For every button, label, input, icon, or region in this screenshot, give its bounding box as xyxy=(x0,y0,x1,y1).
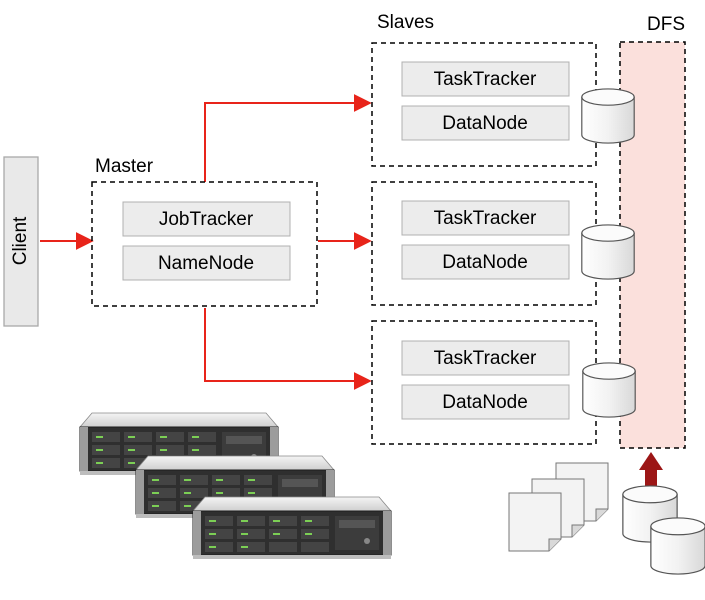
datanode-box xyxy=(401,105,570,141)
slave-container xyxy=(371,42,597,167)
tasktracker-label: TaskTracker xyxy=(434,348,537,369)
arrow-master-to-slave-1 xyxy=(204,94,372,182)
master-container xyxy=(91,181,318,307)
documents-stack xyxy=(508,462,609,552)
jobtracker-label: JobTracker xyxy=(159,209,254,230)
dfs-title: DFS xyxy=(647,14,685,35)
datanode-box xyxy=(401,244,570,280)
master-title: Master xyxy=(95,156,154,177)
master-node: Master JobTracker NameNode xyxy=(91,156,318,307)
client-node: Client xyxy=(3,156,39,327)
slave-container xyxy=(371,320,597,445)
client-label: Client xyxy=(10,216,31,265)
tasktracker-label: TaskTracker xyxy=(434,208,537,229)
slaves-title: Slaves xyxy=(377,12,434,33)
slave-container xyxy=(371,181,597,306)
database-cylinder-icon xyxy=(650,517,705,575)
flow-arrows xyxy=(40,94,372,390)
slave-node-3: TaskTracker DataNode xyxy=(371,320,597,445)
tasktracker-box xyxy=(401,200,570,236)
client-box xyxy=(3,156,39,327)
namenode-box xyxy=(122,245,291,281)
server-rack-group xyxy=(79,412,392,560)
datanode-label: DataNode xyxy=(442,113,528,134)
namenode-label: NameNode xyxy=(158,253,254,274)
slave-node-1: TaskTracker DataNode xyxy=(371,42,597,167)
document-icon xyxy=(508,492,562,552)
server-rack-icon xyxy=(192,496,392,560)
tasktracker-box xyxy=(401,340,570,376)
tasktracker-label: TaskTracker xyxy=(434,69,537,90)
datanode-label: DataNode xyxy=(442,252,528,273)
slave-node-2: TaskTracker DataNode xyxy=(371,181,597,306)
arrow-master-to-slave-3 xyxy=(204,308,372,390)
database-cylinder-icon xyxy=(581,224,635,280)
tasktracker-box xyxy=(401,61,570,97)
database-cylinder-icon xyxy=(582,362,636,418)
datanode-label: DataNode xyxy=(442,392,528,413)
database-cylinder-icon xyxy=(581,88,635,144)
jobtracker-box xyxy=(122,201,291,237)
datanode-box xyxy=(401,384,570,420)
